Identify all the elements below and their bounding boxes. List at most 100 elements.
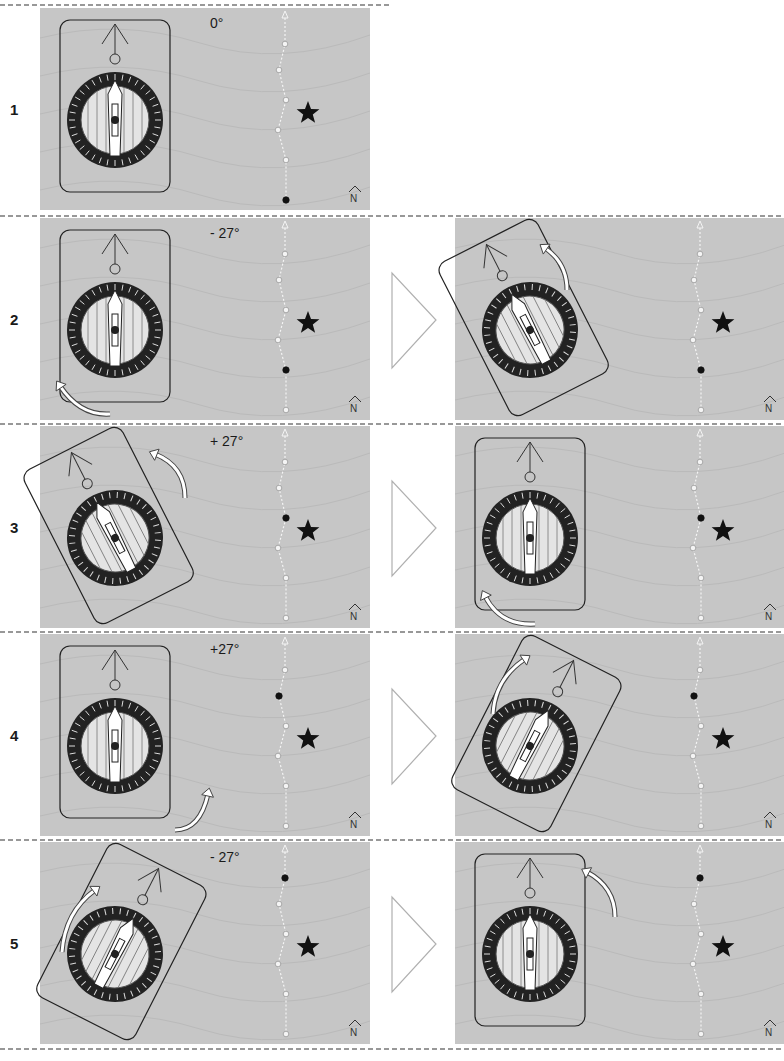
dial-tick (141, 151, 145, 156)
dial-tick (80, 300, 85, 304)
route-point (283, 823, 289, 829)
dial-tick (73, 518, 79, 524)
dial-tick (537, 493, 538, 499)
route-point (697, 251, 703, 257)
rotation-arrow (493, 659, 525, 714)
dial-tick (518, 701, 524, 707)
dial-tick (146, 300, 151, 304)
dial-tick (155, 531, 161, 535)
needle (520, 730, 540, 761)
direction-line (486, 244, 500, 271)
dial-ring (482, 906, 578, 1002)
dial-tick (122, 75, 123, 81)
orienting-line (539, 505, 540, 571)
dial-tick (69, 954, 75, 959)
dial-tick (565, 974, 570, 977)
dial-tick (80, 772, 85, 776)
dial-tick (522, 993, 523, 999)
arrowhead (520, 655, 530, 665)
orienting-line (97, 91, 98, 149)
dial-tick (92, 290, 95, 295)
direction-line (530, 858, 531, 888)
route-point (283, 575, 289, 581)
dial-tick (135, 155, 138, 160)
orienting-line (133, 717, 134, 775)
dial-tick (150, 97, 155, 100)
dial-tick (103, 909, 109, 915)
dial-tick (488, 310, 494, 316)
route-point (275, 337, 281, 343)
compass (33, 840, 209, 1043)
compass (21, 424, 197, 627)
sight-hole (110, 54, 120, 64)
star (712, 935, 735, 957)
dial-tick (556, 569, 560, 574)
dial-tick (556, 503, 560, 508)
sight-hole (525, 472, 535, 482)
dial-tick (567, 726, 573, 732)
position-dot (698, 367, 704, 373)
compass (60, 230, 170, 402)
dial-tick (99, 784, 101, 790)
dial-tick (564, 350, 569, 356)
north-label: N (350, 1028, 357, 1038)
dial-tick (518, 369, 524, 375)
dial-tick (495, 564, 500, 568)
dial-tick (537, 909, 538, 915)
dial-tick (522, 909, 523, 915)
north-caret (349, 604, 361, 610)
map-panel (448, 632, 784, 836)
dial-tick (507, 914, 510, 919)
dial-tick (72, 314, 78, 316)
orienting-line (142, 725, 143, 766)
dial-face (69, 908, 160, 999)
dial-tick (69, 746, 75, 747)
dial-tick (530, 994, 531, 1000)
dial-tick (139, 569, 143, 575)
dial-tick (72, 344, 78, 346)
dial-tick (92, 706, 95, 711)
dial-tick (496, 772, 500, 778)
dial-tick (150, 307, 155, 310)
dial-tick (507, 573, 510, 578)
dial-tick (500, 919, 504, 924)
dial-tick (569, 530, 575, 531)
dial-tick (135, 706, 138, 711)
star (297, 519, 320, 541)
direction-line (115, 234, 116, 264)
contour-line (455, 447, 784, 472)
dial-tick (568, 757, 574, 761)
dial-tick (514, 576, 516, 582)
dial-tick (491, 304, 496, 310)
orienting-arrow (523, 914, 537, 990)
dial-tick (484, 333, 490, 337)
dial-tick (76, 512, 81, 518)
dial-tick (556, 985, 560, 990)
route-point (275, 545, 281, 551)
dial-tick (149, 558, 154, 564)
route-end (697, 637, 703, 644)
orienting-arrow (92, 915, 139, 989)
orienting-line (97, 301, 98, 359)
compass (436, 216, 612, 419)
dial-tick (489, 725, 494, 728)
dial-tick (507, 989, 510, 994)
dial-tick (151, 972, 156, 975)
dial-tick (153, 344, 159, 346)
route-point (691, 485, 697, 491)
route-point (283, 307, 289, 313)
orienting-arrow (108, 290, 122, 366)
needle-pivot (526, 950, 534, 958)
dial-tick (568, 938, 574, 940)
orienting-line (548, 925, 549, 983)
baseplate (60, 20, 170, 192)
dial-tick (152, 934, 158, 940)
dial-tick (155, 120, 161, 121)
route-point (691, 901, 697, 907)
dial-face (484, 700, 575, 791)
dial-tick (153, 134, 159, 136)
route-point (283, 991, 289, 997)
dial-tick (75, 766, 80, 769)
dial-tick (81, 980, 85, 986)
dial-tick (523, 786, 527, 792)
